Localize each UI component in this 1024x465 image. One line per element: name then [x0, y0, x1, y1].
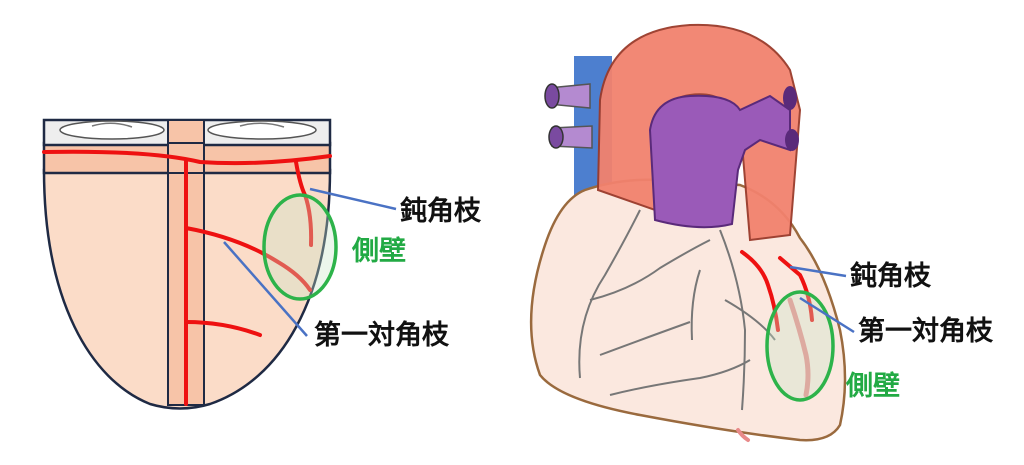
pulmonary-vein-upper-end: [544, 83, 560, 109]
label-lateral-wall-left: 側壁: [352, 236, 406, 267]
pulmonary-trunk: [648, 94, 791, 229]
lateral-branch-highlight: [787, 297, 811, 398]
valve-cusps: [91, 122, 285, 128]
cardiac-veins: [578, 209, 776, 411]
label-first-diagonal-left: 第一対角枝: [314, 320, 449, 351]
callout-obtuse-right: [789, 265, 847, 278]
second-diagonal-branch: [184, 320, 262, 337]
pulmonary-vein-lower-end: [548, 125, 564, 149]
callout-obtuse-left: [309, 187, 397, 211]
label-obtuse-marginal-right: 鈍角枝: [850, 261, 931, 292]
apical-branch: [736, 428, 750, 442]
callout-diagonal-left: [223, 241, 308, 337]
label-obtuse-marginal-left: 鈍角枝: [400, 196, 481, 227]
lateral-wall-ring-right: [765, 290, 835, 402]
valve-ring-left: [59, 120, 165, 140]
obtuse-marginal-right: [740, 250, 780, 332]
label-first-diagonal-right: 第一対角枝: [858, 316, 993, 347]
septum-top: [167, 119, 205, 146]
circumflex-artery: [42, 149, 332, 166]
left-schematic-heart: [42, 118, 397, 410]
first-diagonal-branch: [184, 226, 312, 292]
callout-diagonal-right: [799, 296, 855, 334]
lateral-wall-ring-left: [262, 193, 338, 301]
pulmonary-branch-upper-end: [783, 86, 797, 110]
right-anatomical-heart: [529, 23, 855, 442]
pulmonary-branch-lower-end: [785, 129, 799, 151]
valve-ring-right: [207, 120, 317, 140]
label-lateral-wall-right: 側壁: [846, 371, 900, 402]
left-arteries: [42, 149, 332, 406]
